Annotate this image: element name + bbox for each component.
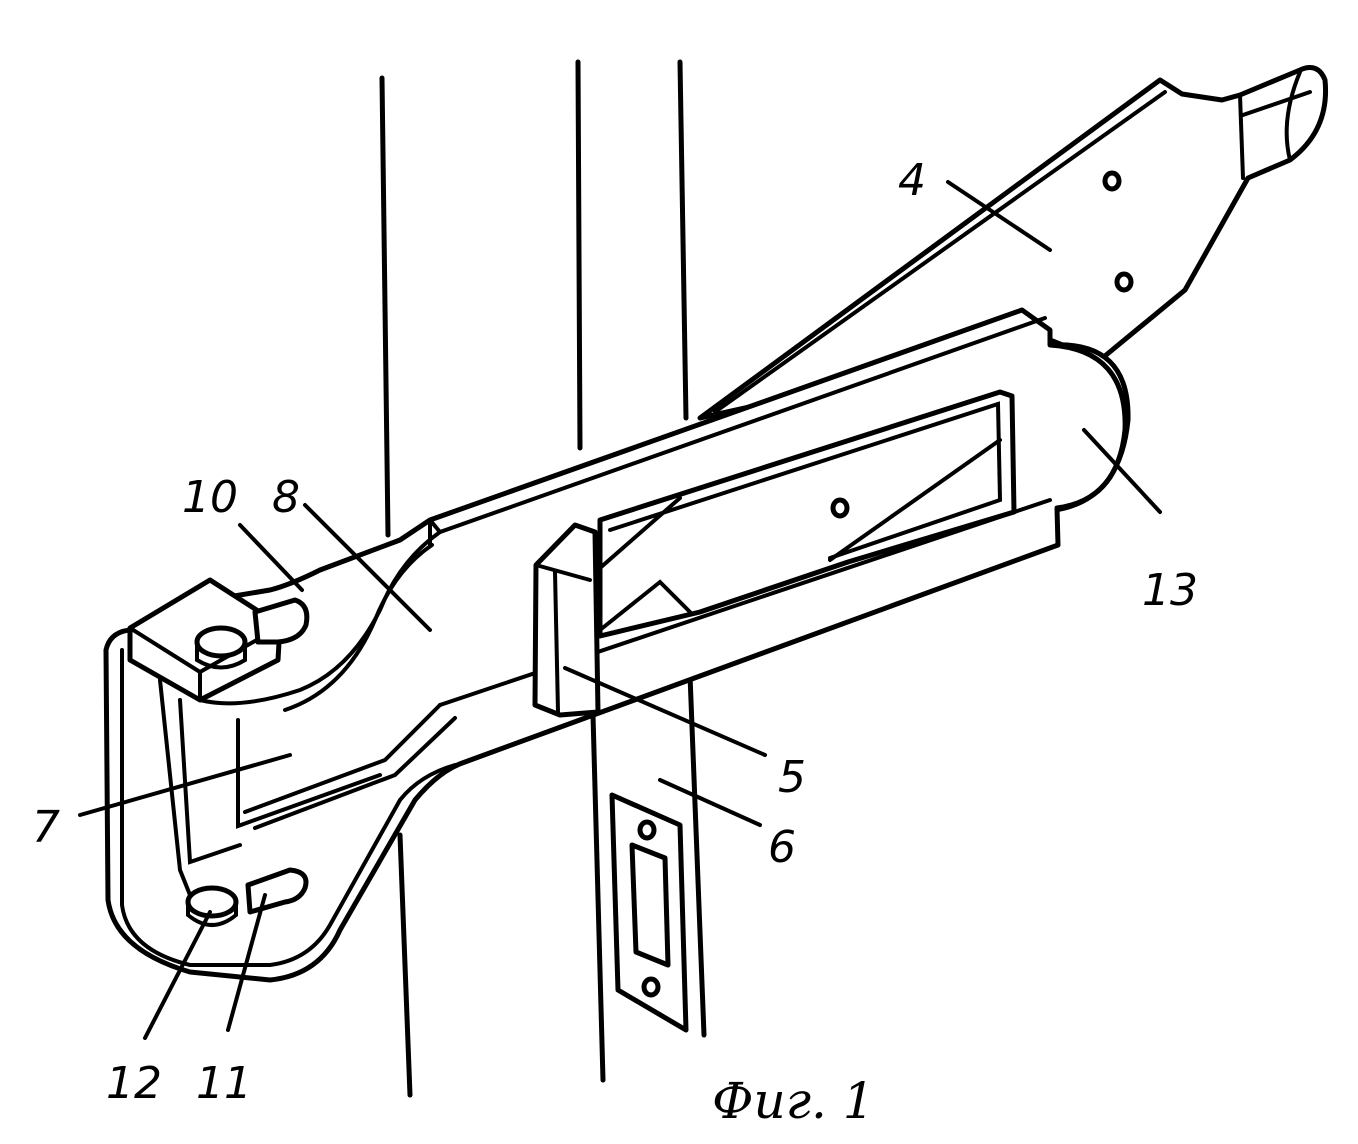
label-4: 4: [898, 155, 926, 206]
figure-caption: Фиг. 1: [712, 1072, 875, 1130]
door-frame: [379, 59, 707, 1098]
label-6: 6: [768, 822, 796, 873]
label-13: 13: [1142, 565, 1198, 616]
label-12: 12: [106, 1058, 162, 1109]
latch-tongue: [532, 522, 601, 718]
mounting-plate: [697, 65, 1329, 421]
label-8: 8: [272, 472, 300, 523]
leader-lines: [78, 180, 1162, 1040]
strike-plate: [609, 792, 689, 1033]
label-11: 11: [196, 1058, 252, 1109]
upper-bracket: [127, 577, 310, 703]
latch-bar: [103, 307, 1128, 983]
label-10: 10: [182, 472, 238, 523]
label-5: 5: [778, 752, 806, 803]
label-7: 7: [32, 802, 60, 853]
